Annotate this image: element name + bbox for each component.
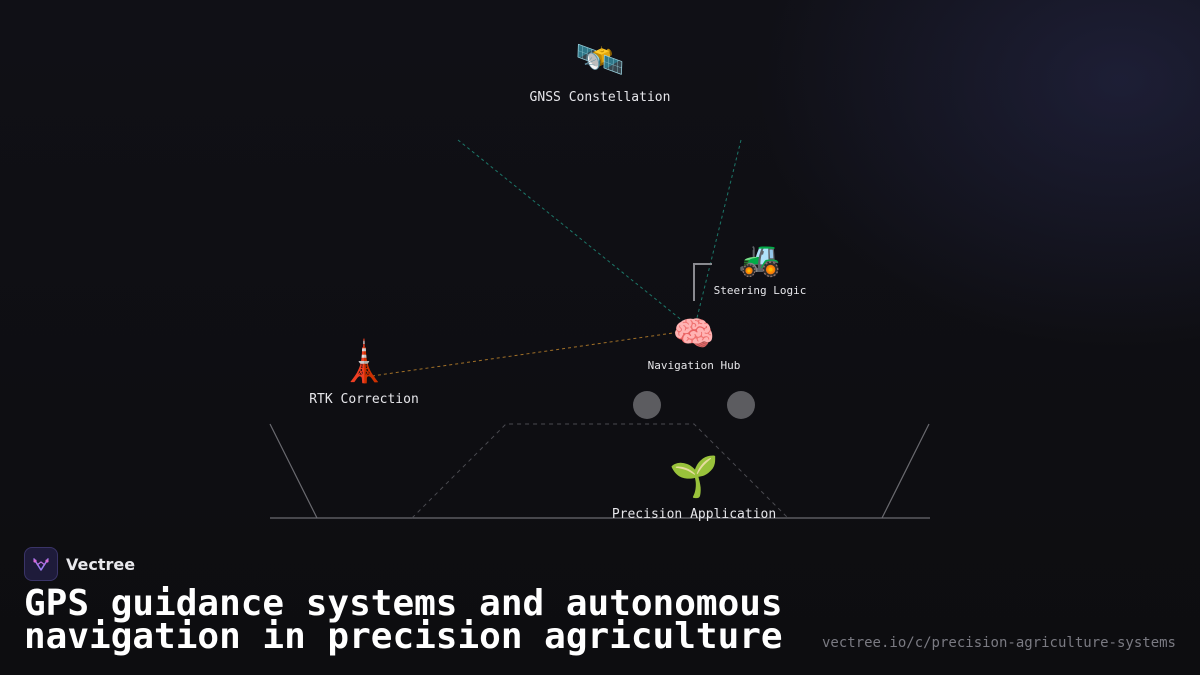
precision-label: Precision Application xyxy=(611,507,777,522)
node-rtk: 🗼 RTK Correction xyxy=(309,342,419,407)
field-right-edge xyxy=(881,423,930,519)
seedling-icon: 🌱 xyxy=(669,454,719,500)
brain-icon: 🧠 xyxy=(672,314,716,354)
node-gnss: 🛰️ GNSS Constellation xyxy=(530,40,671,105)
steering-bracket xyxy=(693,263,712,301)
brand-logo-icon xyxy=(24,547,58,581)
gnss-label: GNSS Constellation xyxy=(529,90,671,105)
brand[interactable]: Vectree xyxy=(24,547,1176,581)
node-precision: 🌱 Precision Application xyxy=(612,457,776,522)
field-trapezoid xyxy=(411,423,789,519)
brand-name: Vectree xyxy=(66,554,136,574)
tower-icon: 🗼 xyxy=(339,339,389,385)
node-hub: 🧠 Navigation Hub xyxy=(648,317,741,372)
hub-label: Navigation Hub xyxy=(647,359,741,372)
page-title: GPS guidance systems and autonomous navi… xyxy=(24,583,783,657)
hub-output-right xyxy=(727,391,755,419)
tractor-icon: 🚜 xyxy=(738,239,782,279)
hub-output-left xyxy=(633,391,661,419)
footer: Vectree GPS guidance systems and autonom… xyxy=(24,547,1176,657)
steering-label: Steering Logic xyxy=(713,284,807,297)
rtk-label: RTK Correction xyxy=(309,392,419,407)
gnss-link-left xyxy=(457,139,695,331)
node-steering: 🚜 Steering Logic xyxy=(714,242,807,297)
source-url[interactable]: vectree.io/c/precision-agriculture-syste… xyxy=(821,635,1176,651)
field-left-edge xyxy=(269,423,318,519)
rtk-link xyxy=(371,329,695,377)
gnss-link-right xyxy=(693,139,742,331)
satellite-icon: 🛰️ xyxy=(575,37,625,83)
